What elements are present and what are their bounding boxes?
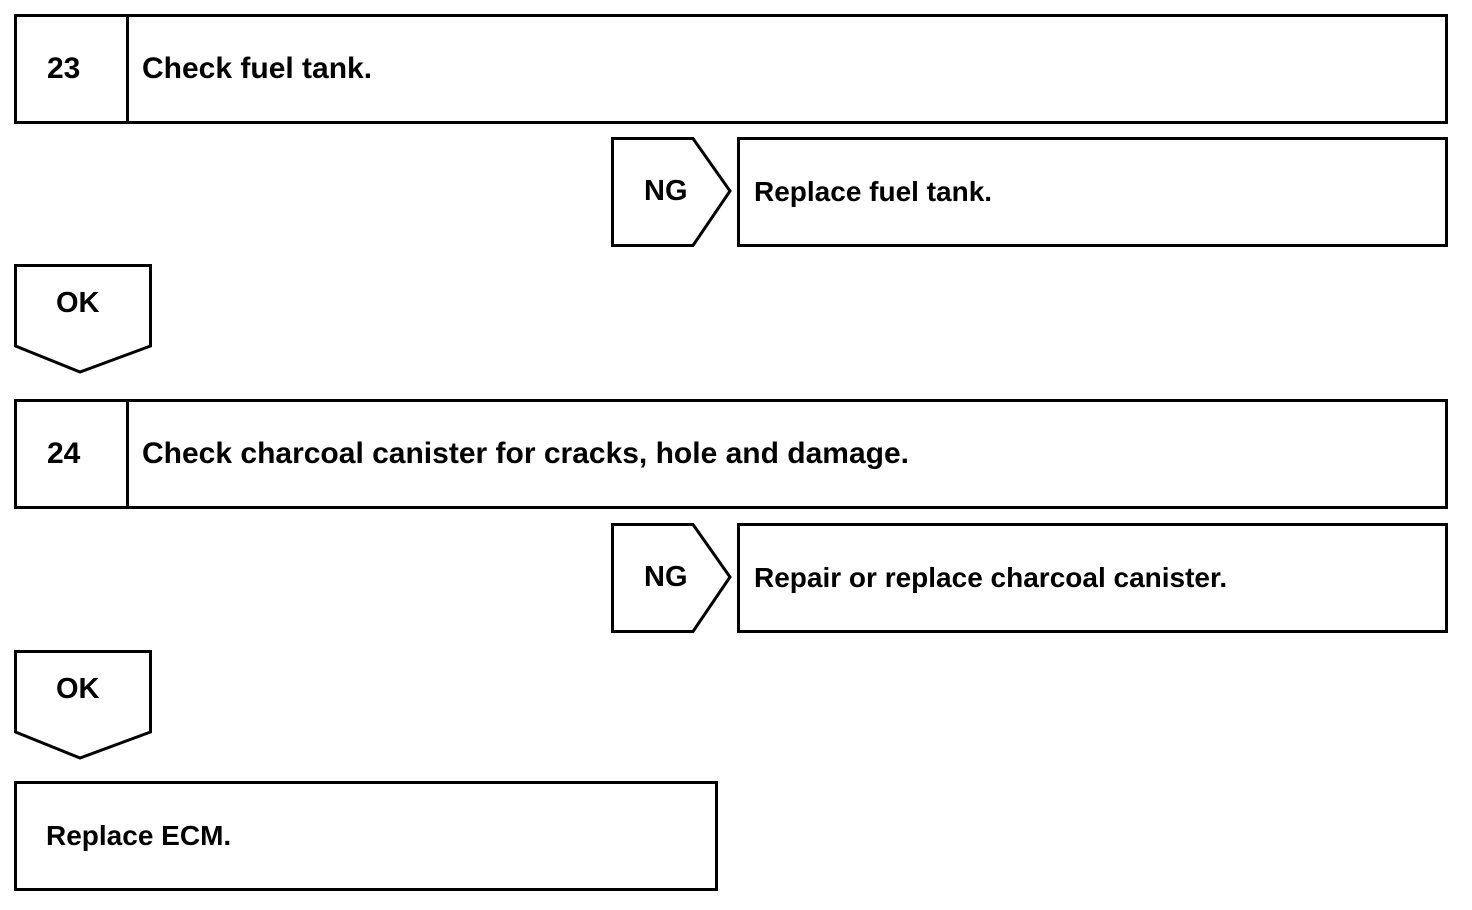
step-title: Check charcoal canister for cracks, hole… (142, 437, 909, 470)
ok-label: OK (56, 673, 100, 705)
ok-label: OK (56, 287, 100, 319)
ng-arrow: NG (611, 523, 733, 633)
step-number: 24 (17, 402, 129, 506)
ok-arrow-shape (14, 650, 152, 760)
step-23-box: 23 Check fuel tank. (14, 14, 1448, 124)
ng-arrow: NG (611, 137, 733, 247)
step-number: 23 (17, 17, 129, 121)
ng-label: NG (644, 561, 688, 593)
ng-arrow-shape (611, 137, 732, 247)
final-action-box: Replace ECM. (14, 781, 718, 891)
ng-label: NG (644, 175, 688, 207)
ng-result-box: Repair or replace charcoal canister. (737, 523, 1448, 633)
step-24-box: 24 Check charcoal canister for cracks, h… (14, 399, 1448, 509)
ok-arrow: OK (14, 650, 152, 760)
ng-result-box: Replace fuel tank. (737, 137, 1448, 247)
ng-arrow-shape (611, 523, 732, 633)
ok-arrow: OK (14, 264, 152, 374)
ok-arrow-shape (14, 264, 152, 374)
step-title: Check fuel tank. (142, 52, 373, 85)
